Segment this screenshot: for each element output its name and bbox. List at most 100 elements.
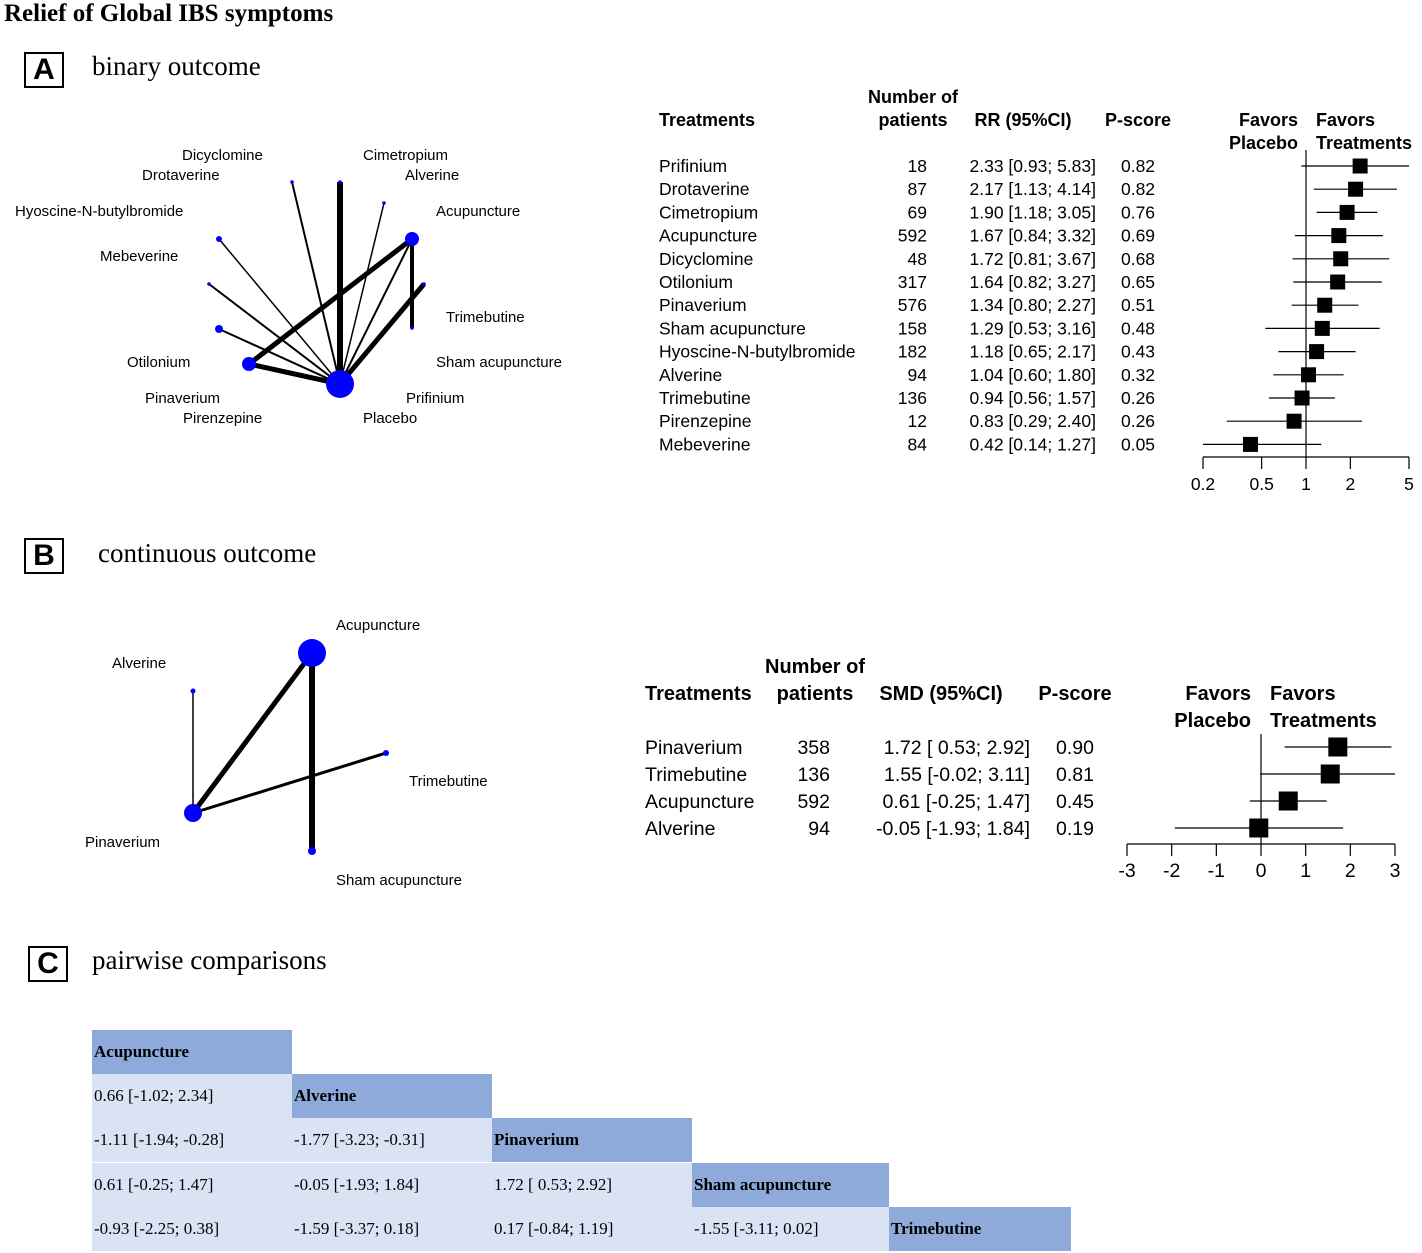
forest-a-row-drotaverine-ci: 2.17 [1.13; 4.14] (970, 179, 1097, 199)
forest-a-row-pinaverium-estimate (1317, 297, 1333, 313)
forest-a-header-pscore: P-score (1105, 110, 1171, 130)
forest-a-row-dicyclomine-pscore: 0.68 (1121, 249, 1155, 269)
forest-a-row-trimebutine-treatment: Trimebutine (659, 388, 751, 408)
network-a-node-alverine (382, 201, 386, 205)
forest-a-row-alverine-ci: 1.04 [0.60; 1.80] (970, 365, 1097, 385)
forest-b-row-trimebutine-ci: 1.55 [-0.02; 3.11] (884, 764, 1030, 786)
forest-b-tick-label-4: 1 (1300, 860, 1311, 882)
network-a-label-cimetropium: Cimetropium (363, 147, 448, 164)
forest-a-row-cimetropium-pscore: 0.76 (1121, 202, 1155, 222)
forest-a-row-hyoscine-n-butylbromide-pscore: 0.43 (1121, 342, 1155, 362)
network-a-label-sham-acupuncture: Sham acupuncture (436, 354, 562, 371)
league-diagonal-acupuncture: Acupuncture (92, 1030, 292, 1074)
network-a-node-placebo (326, 370, 354, 398)
forest-a-row-pirenzepine-estimate (1286, 413, 1302, 429)
forest-b-header-effect: SMD (95%CI) (879, 683, 1002, 705)
network-a-label-prifinium: Prifinium (406, 390, 464, 407)
forest-a-row-otilonium-pscore: 0.65 (1121, 272, 1155, 292)
forest-b-header-left-favor-line1: Favors (1185, 683, 1251, 705)
forest-a-row-pirenzepine-pscore: 0.26 (1121, 411, 1155, 431)
forest-a-row-sham-acupuncture-patients: 158 (898, 318, 927, 338)
forest-a-row-mebeverine-estimate (1242, 436, 1258, 452)
network-b-label-alverine: Alverine (112, 655, 166, 672)
forest-a-row-sham-acupuncture-treatment: Sham acupuncture (659, 318, 806, 338)
forest-b-header-right-favor-line1: Favors (1270, 683, 1336, 705)
forest-a-row-dicyclomine-ci: 1.72 [0.81; 3.67] (970, 249, 1097, 269)
forest-a-row-pinaverium-ci: 1.34 [0.80; 2.27] (970, 295, 1097, 315)
forest-b-row-pinaverium-pscore: 0.90 (1056, 737, 1094, 759)
forest-a-row-acupuncture-ci: 1.67 [0.84; 3.32] (970, 226, 1097, 246)
network-a-edge-placebo-mebeverine (218, 328, 341, 385)
forest-b-row-pinaverium-treatment: Pinaverium (645, 737, 743, 759)
network-a-label-mebeverine: Mebeverine (100, 248, 178, 265)
forest-b-row-acupuncture-ci: 0.61 [-0.25; 1.47] (883, 791, 1030, 813)
league-cell: 0.61 [-0.25; 1.47] (92, 1163, 292, 1207)
network-b-node-pinaverium (184, 804, 202, 822)
forest-a-row-acupuncture-pscore: 0.69 (1121, 226, 1155, 246)
forest-a-row-prifinium-treatment: Prifinium (659, 156, 727, 176)
network-a-label-dicyclomine: Dicyclomine (182, 147, 263, 164)
forest-a-tick-label-1: 0.5 (1249, 474, 1273, 494)
forest-a-row-drotaverine-estimate (1348, 181, 1364, 197)
forest-a-row-acupuncture-estimate (1331, 228, 1347, 244)
network-a-node-cimetropium (338, 180, 342, 184)
network-a-node-dicyclomine (216, 236, 222, 242)
network-a-node-drotaverine (290, 180, 294, 184)
league-cell: -0.05 [-1.93; 1.84] (292, 1163, 492, 1207)
forest-a-row-drotaverine-patients: 87 (908, 179, 927, 199)
forest-a-header-right-favor-line2: Treatments (1316, 133, 1412, 153)
forest-a-row-sham-acupuncture-estimate (1314, 320, 1330, 336)
network-a-edge-placebo-drotaverine (291, 181, 341, 385)
forest-a-row-sham-acupuncture-pscore: 0.48 (1121, 318, 1155, 338)
forest-a-row-drotaverine-pscore: 0.82 (1121, 179, 1155, 199)
league-cell: -1.11 [-1.94; -0.28] (92, 1118, 292, 1162)
network-a-edge-placebo-acupuncture (339, 238, 413, 385)
forest-b-tick-label-6: 3 (1390, 860, 1401, 882)
forest-a-header-right-favor-line1: Favors (1316, 110, 1375, 130)
forest-a-row-mebeverine-pscore: 0.05 (1121, 434, 1155, 454)
forest-a-row-dicyclomine-treatment: Dicyclomine (659, 249, 753, 269)
forest-b-row-trimebutine-patients: 136 (797, 764, 830, 786)
forest-a-row-dicyclomine-patients: 48 (908, 249, 927, 269)
forest-a-row-pirenzepine-ci: 0.83 [0.29; 2.40] (970, 411, 1097, 431)
network-a-label-alverine: Alverine (405, 167, 459, 184)
forest-a-row-hyoscine-n-butylbromide-ci: 1.18 [0.65; 2.17] (970, 342, 1097, 362)
league-cell: -0.93 [-2.25; 0.38] (92, 1207, 292, 1251)
network-a-edge-placebo-dicyclomine (218, 238, 341, 385)
network-a-node-acupuncture (405, 232, 419, 246)
forest-a-row-prifinium-pscore: 0.82 (1121, 156, 1155, 176)
figure-title: Relief of Global IBS symptoms (4, 0, 334, 27)
network-a-label-drotaverine: Drotaverine (142, 167, 220, 184)
network-b-node-trimebutine (383, 750, 389, 756)
forest-a-row-acupuncture-patients: 592 (898, 226, 927, 246)
league-diagonal-alverine: Alverine (292, 1074, 492, 1118)
forest-b-row-acupuncture-pscore: 0.45 (1056, 791, 1094, 813)
forest-a-row-prifinium-patients: 18 (908, 156, 927, 176)
forest-a-row-alverine-pscore: 0.32 (1121, 365, 1155, 385)
network-b-node-sham-acupuncture (308, 847, 316, 855)
forest-a-row-sham-acupuncture-ci: 1.29 [0.53; 3.16] (970, 318, 1097, 338)
forest-a-row-prifinium-estimate (1352, 158, 1368, 174)
forest-a-row-cimetropium-treatment: Cimetropium (659, 202, 758, 222)
forest-b-tick-label-2: -1 (1208, 860, 1225, 882)
forest-b-row-trimebutine-treatment: Trimebutine (645, 764, 747, 786)
forest-b-header-patients-line2: patients (777, 683, 854, 705)
forest-a-row-alverine-estimate (1301, 367, 1317, 383)
network-a-label-acupuncture: Acupuncture (436, 203, 520, 220)
figure-canvas: DicyclomineDrotaverineHyoscine-N-butylbr… (15, 87, 1414, 889)
network-a-node-prifinium (422, 282, 426, 286)
forest-a-row-pinaverium-treatment: Pinaverium (659, 295, 747, 315)
league-diagonal-trimebutine: Trimebutine (889, 1207, 1071, 1251)
forest-b-row-alverine-patients: 94 (808, 818, 830, 840)
forest-a-header-effect: RR (95%CI) (974, 110, 1071, 130)
network-a-label-trimebutine: Trimebutine (446, 309, 525, 326)
network-a-edge-pinaverium-acupuncture (247, 237, 414, 366)
forest-a-tick-label-4: 5 (1404, 474, 1414, 494)
network-b-edge-acupuncture-pinaverium (190, 651, 315, 815)
forest-a-row-hyoscine-n-butylbromide-estimate (1309, 344, 1325, 360)
forest-b-row-acupuncture-estimate (1278, 791, 1298, 811)
panel-c-letter: C (28, 946, 68, 982)
forest-b-tick-label-1: -2 (1163, 860, 1180, 882)
forest-a-row-otilonium-treatment: Otilonium (659, 272, 733, 292)
forest-a-row-trimebutine-pscore: 0.26 (1121, 388, 1155, 408)
